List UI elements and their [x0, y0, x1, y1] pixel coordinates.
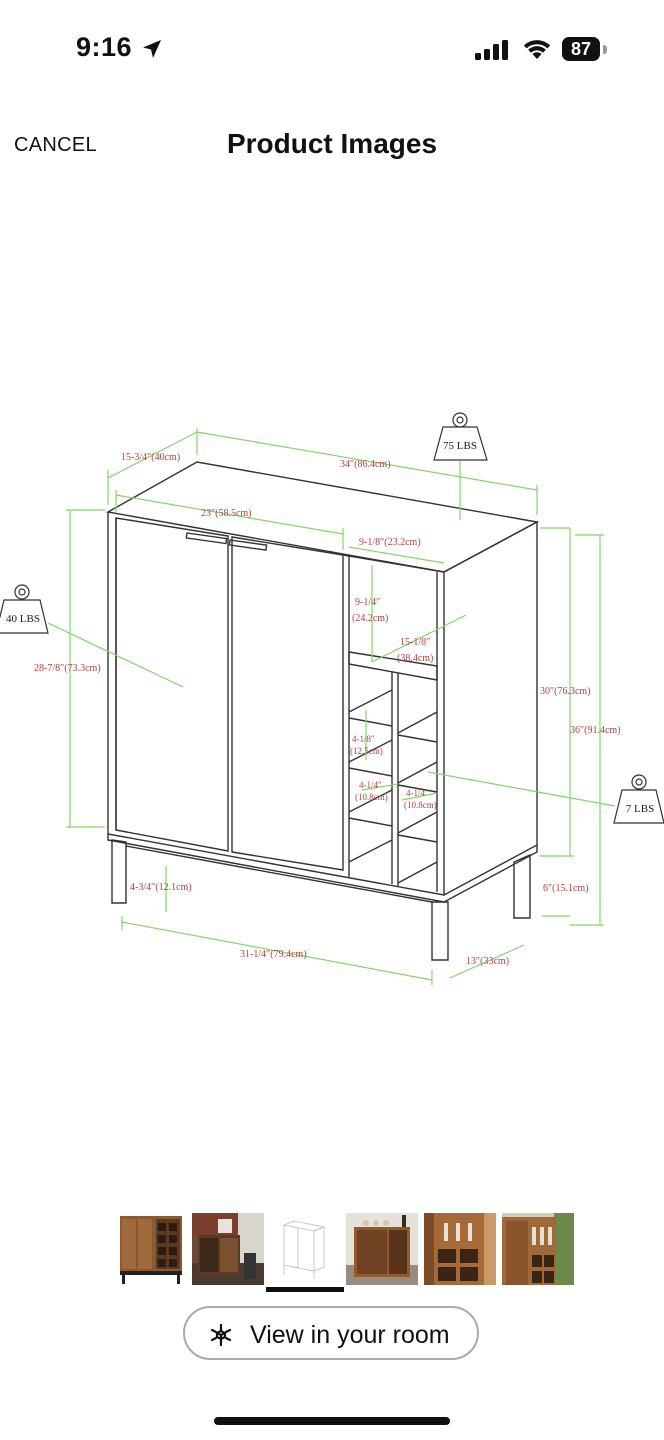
dim-width: 34″(86.4cm) — [340, 459, 391, 470]
location-arrow-icon — [143, 40, 161, 58]
dim-shelf-height-cm: (24.2cm) — [352, 613, 388, 624]
selected-thumbnail-indicator — [266, 1287, 344, 1292]
dim-shelf-span-cm: (38.4cm) — [397, 653, 433, 664]
dim-base-depth: 13″(33cm) — [466, 956, 509, 967]
status-time: 9:16 — [76, 32, 133, 62]
weight-door-label: 40 LBS — [6, 613, 40, 625]
weight-top-label: 75 LBS — [443, 440, 477, 452]
status-bar: 9:16 87 — [0, 0, 664, 100]
dim-cabinet-height: 28-7/8″(73.3cm) — [34, 663, 101, 674]
dim-cube-width-left: 4-1/4″ — [359, 780, 382, 790]
dim-cube-height-cm: (12.5cm) — [350, 746, 383, 756]
dim-cube-width-left-cm: (10.8cm) — [355, 792, 388, 802]
left-door — [115, 517, 229, 852]
weight-icons — [0, 412, 664, 824]
dim-total-height: 36″(91.4cm) — [570, 725, 621, 736]
thumbnail-strip — [116, 1213, 576, 1293]
ar-cube-icon — [210, 1323, 232, 1347]
dim-cube-width-right-cm: (10.8cm) — [404, 800, 437, 810]
battery-indicator: 87 — [562, 37, 600, 61]
dim-clearance: 4-3/4″(12.1cm) — [130, 882, 192, 893]
dim-depth: 15-3/4″(40cm) — [121, 452, 180, 463]
dim-shelf-height: 9-1/4″ — [355, 597, 380, 608]
battery-tip — [603, 45, 607, 54]
home-indicator[interactable] — [214, 1417, 450, 1425]
view-in-room-button[interactable]: View in your room — [183, 1306, 479, 1360]
cancel-button[interactable]: CANCEL — [14, 134, 97, 156]
dim-body-height: 30″(76.3cm) — [540, 686, 591, 697]
dim-leg-height: 6″(15.1cm) — [543, 883, 589, 894]
thumbnail-5[interactable] — [424, 1213, 496, 1285]
thumbnail-3[interactable] — [268, 1213, 340, 1285]
thumbnail-6[interactable] — [502, 1213, 574, 1285]
cellular-signal-icon — [475, 40, 508, 60]
thumbnail-4[interactable] — [346, 1213, 418, 1285]
page-title: Product Images — [226, 128, 438, 159]
product-dimension-image[interactable]: 75 LBS 40 LBS 7 LBS 15-3/4″(40cm) 34″(86… — [0, 400, 664, 1000]
weight-shelf-label: 7 LBS — [626, 803, 654, 815]
dim-base-width: 31-1/4″(79.4cm) — [240, 949, 307, 960]
dim-cube-width-right: 4-1/4″ — [406, 788, 429, 798]
thumbnail-2[interactable] — [192, 1213, 264, 1285]
dim-cube-height: 4-1/8″ — [352, 734, 375, 744]
dim-shelf-width: 9-1/8″(23.2cm) — [359, 537, 421, 548]
view-in-room-label: View in your room — [250, 1321, 450, 1349]
right-door — [231, 536, 344, 871]
dim-door-width: 23″(58.5cm) — [201, 508, 252, 519]
header: Product Images CANCEL — [0, 115, 664, 175]
thumbnail-1[interactable] — [116, 1213, 188, 1285]
wifi-icon — [523, 40, 551, 59]
dim-shelf-span: 15-1/8″ — [400, 637, 430, 648]
